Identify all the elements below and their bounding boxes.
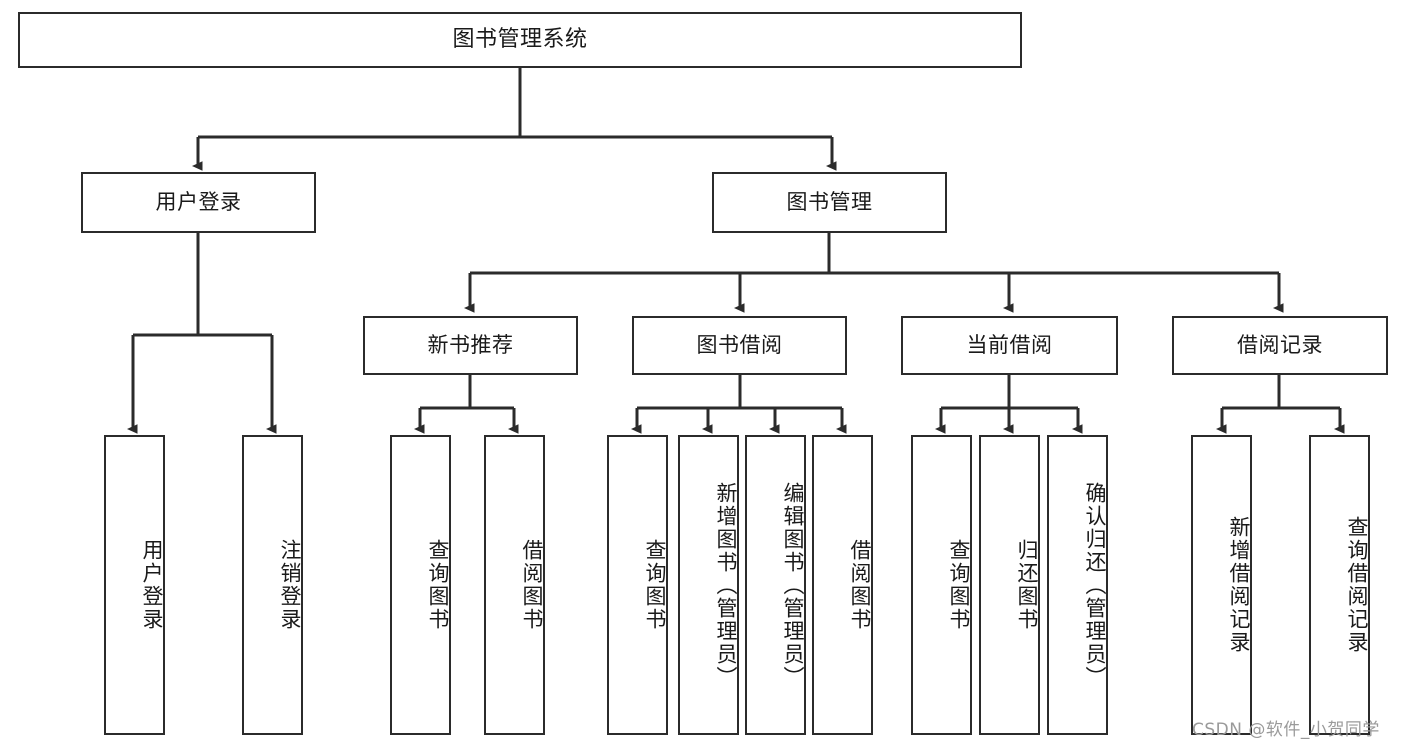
node-user-login[interactable]: 用户登录: [81, 172, 316, 233]
node-root-book-management-system[interactable]: 图书管理系统: [18, 12, 1022, 68]
node-label: 查询图书: [643, 539, 667, 631]
node-book-management[interactable]: 图书管理: [712, 172, 947, 233]
leaf-query-book-recommend[interactable]: 查询图书: [390, 435, 451, 735]
node-label: 当前借阅: [966, 332, 1053, 357]
node-book-borrow[interactable]: 图书借阅: [632, 316, 847, 375]
csdn-watermark: CSDN @软件_小贺同学: [1192, 720, 1380, 740]
leaf-query-book-borrow[interactable]: 查询图书: [607, 435, 668, 735]
leaf-borrow-book-recommend[interactable]: 借阅图书: [484, 435, 545, 735]
node-new-book-recommend[interactable]: 新书推荐: [363, 316, 578, 375]
node-label: 新增图书（管理员）: [714, 481, 738, 689]
node-label: 查询借阅记录: [1345, 516, 1369, 654]
node-label: 借阅记录: [1237, 332, 1323, 357]
node-label: 编辑图书（管理员）: [781, 481, 805, 689]
node-label: 新书推荐: [427, 332, 514, 357]
node-label: 借阅图书: [848, 539, 872, 631]
node-current-borrow[interactable]: 当前借阅: [901, 316, 1118, 375]
node-label: 新增借阅记录: [1227, 516, 1251, 654]
node-label: 借阅图书: [520, 539, 544, 631]
leaf-logout-login[interactable]: 注销登录: [242, 435, 303, 735]
node-label: 用户登录: [155, 189, 242, 214]
node-label: 图书管理: [786, 189, 873, 214]
leaf-confirm-return[interactable]: 确认归还（管理员）: [1047, 435, 1108, 735]
node-label: 注销登录: [278, 539, 302, 631]
leaf-query-book-current[interactable]: 查询图书: [911, 435, 972, 735]
node-label: 图书借阅: [696, 332, 783, 357]
node-label: 用户登录: [140, 539, 164, 631]
leaf-user-login[interactable]: 用户登录: [104, 435, 165, 735]
leaf-return-book[interactable]: 归还图书: [979, 435, 1040, 735]
node-borrow-record[interactable]: 借阅记录: [1172, 316, 1388, 375]
node-label: 图书管理系统: [452, 26, 588, 52]
node-label: 确认归还（管理员）: [1083, 481, 1107, 689]
leaf-add-borrow-record[interactable]: 新增借阅记录: [1191, 435, 1252, 735]
leaf-edit-book[interactable]: 编辑图书（管理员）: [745, 435, 806, 735]
leaf-add-book[interactable]: 新增图书（管理员）: [678, 435, 739, 735]
node-label: 查询图书: [947, 539, 971, 631]
leaf-query-borrow-record[interactable]: 查询借阅记录: [1309, 435, 1370, 735]
node-label: 查询图书: [426, 539, 450, 631]
leaf-borrow-book[interactable]: 借阅图书: [812, 435, 873, 735]
node-label: 归还图书: [1015, 539, 1039, 631]
